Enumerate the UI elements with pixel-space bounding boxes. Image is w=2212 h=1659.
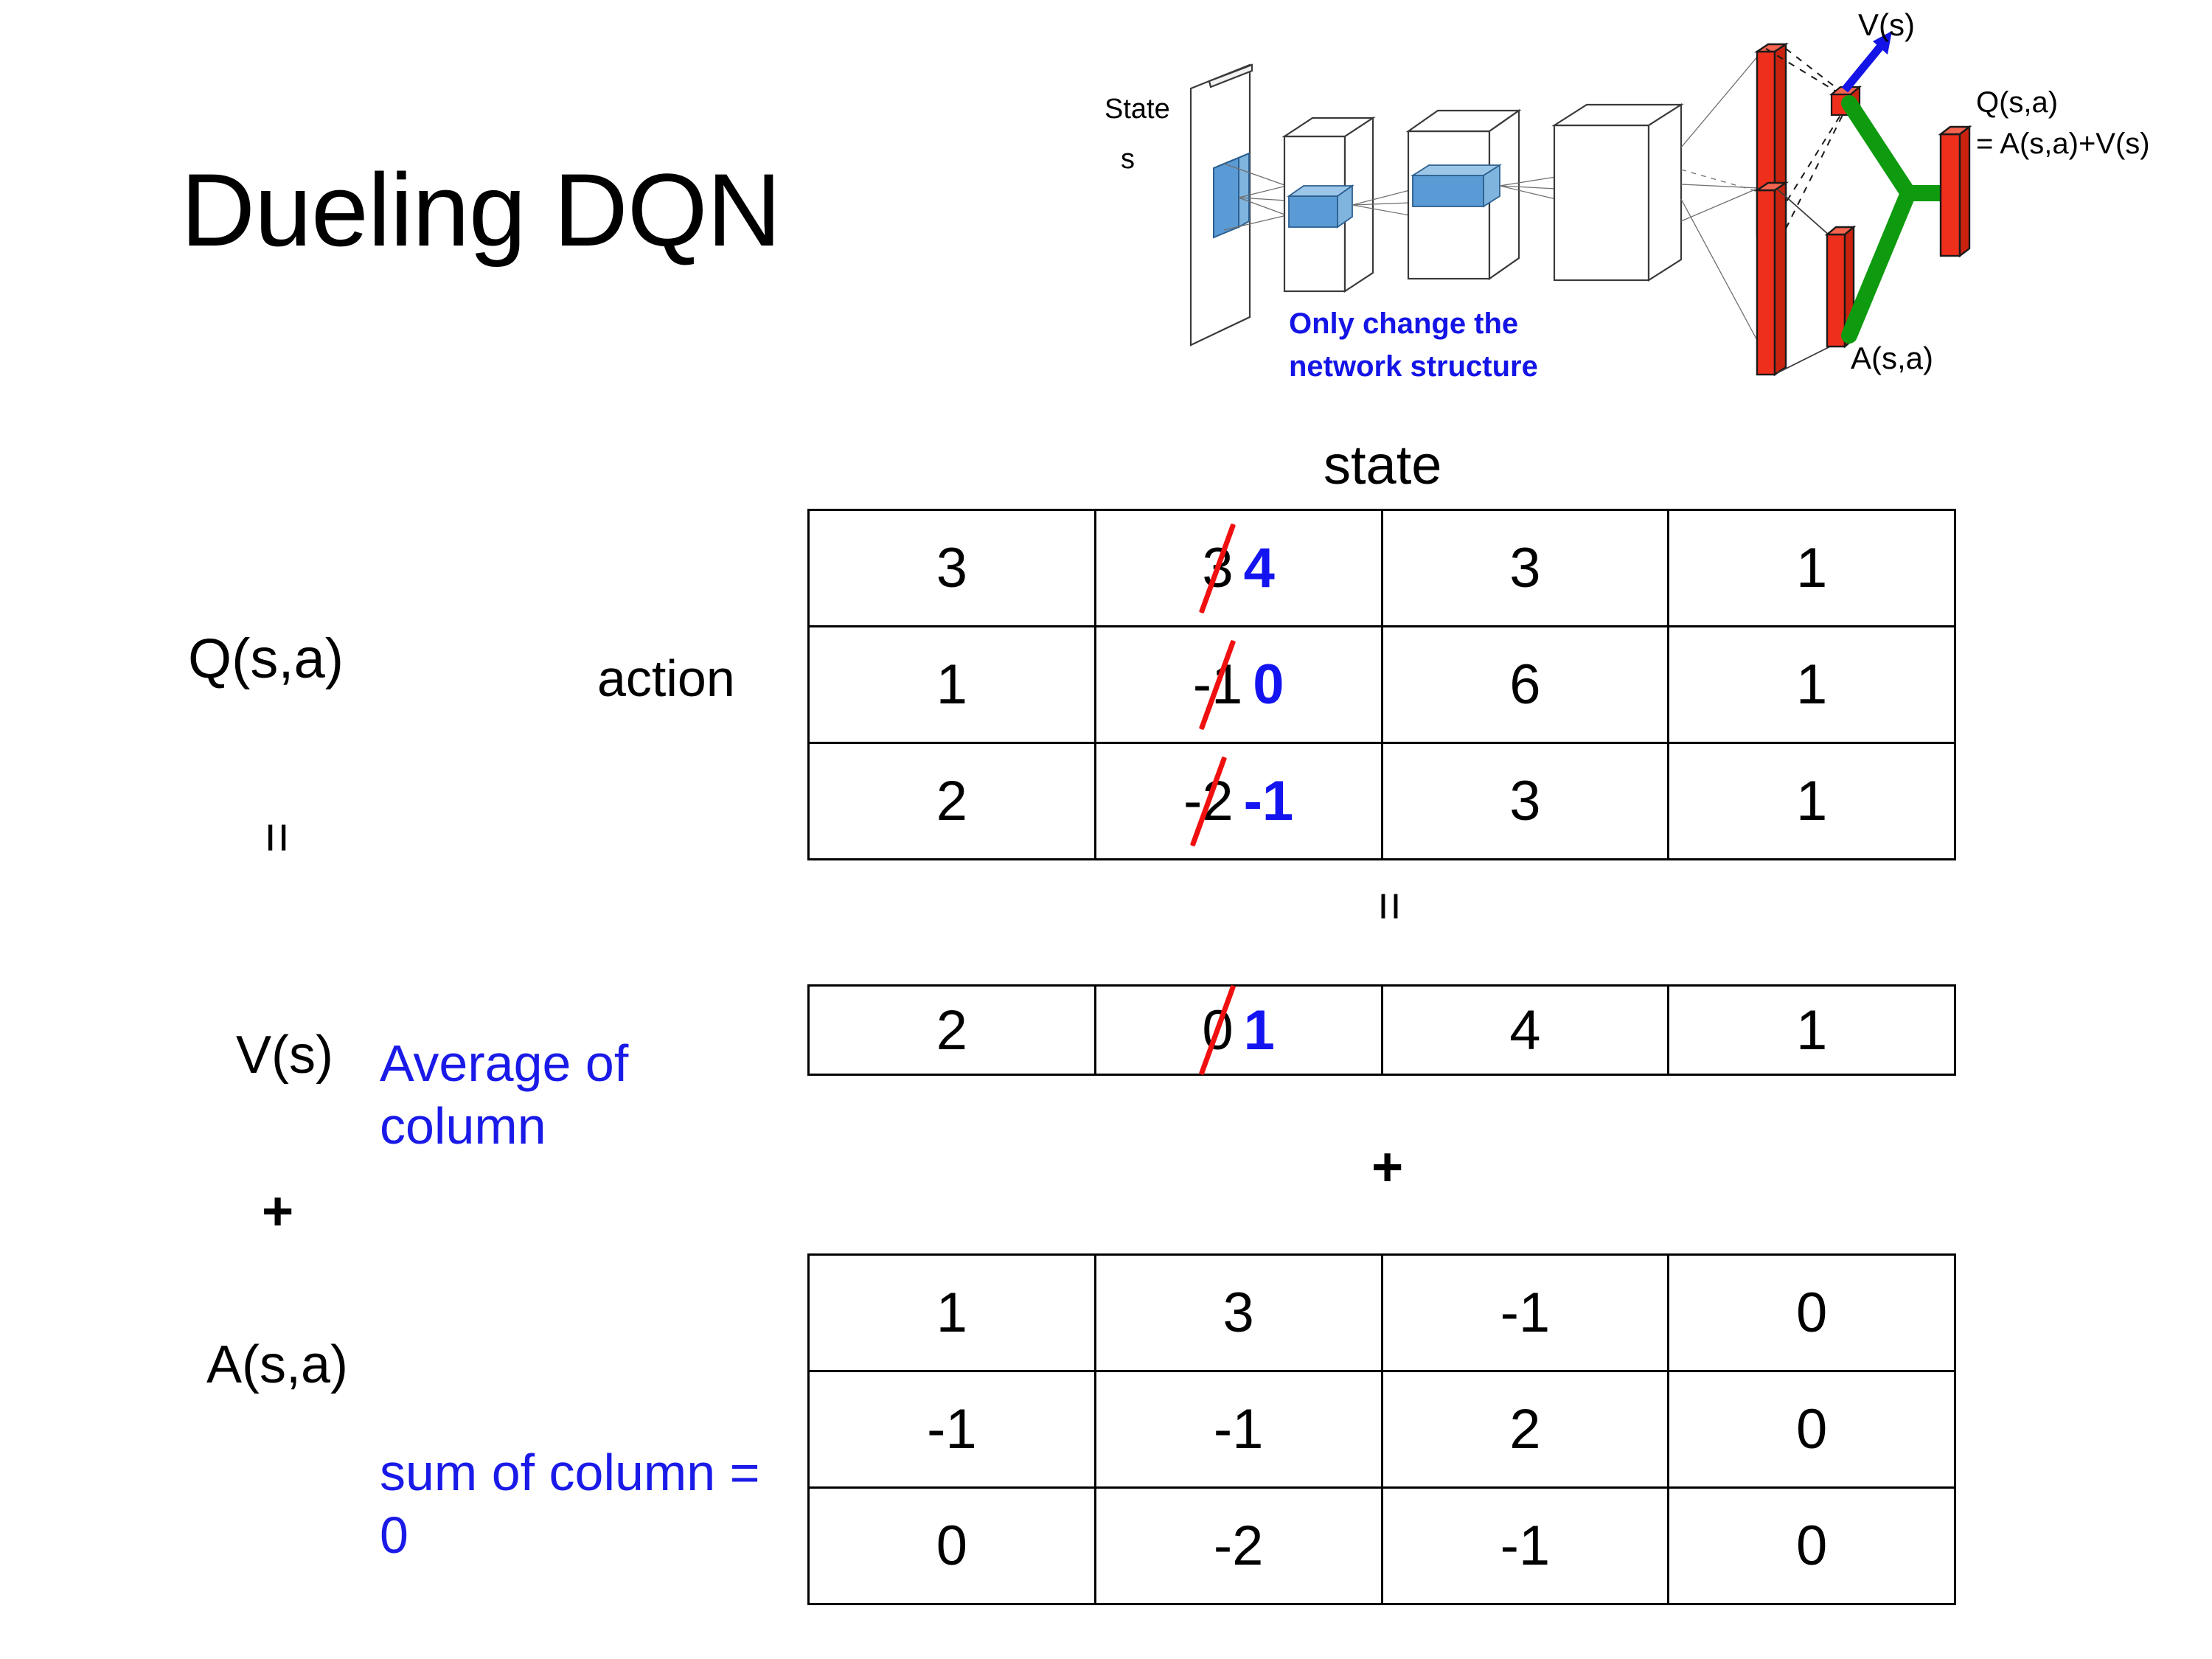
table-row: 2 -2 -1 3 1: [807, 742, 1956, 860]
a-function-label: A(s,a): [206, 1335, 349, 1394]
v-value-table: 2 0 1 4 1: [807, 984, 1956, 1076]
conv-patch-2-icon: [1410, 164, 1503, 208]
a-cell-r2c0: 0: [807, 1486, 1096, 1605]
sum-of-column-note: sum of column = 0: [380, 1444, 760, 1565]
a-cell-r1c3: 0: [1667, 1370, 1956, 1489]
a-cell-r0c3: 0: [1667, 1253, 1956, 1372]
v-cell-c3: 1: [1667, 984, 1956, 1076]
action-axis-label: action: [597, 650, 735, 707]
table-row: -1 -1 2 0: [807, 1370, 1956, 1489]
diagram-note-line2: network structure: [1289, 350, 1538, 383]
q-cell-r2c1: -2 -1: [1093, 742, 1383, 860]
corrected-value: 1: [1243, 998, 1275, 1062]
struck-old-value: -2: [1183, 756, 1234, 846]
struck-old-value: 3: [1199, 523, 1237, 613]
equals-sign-q-to-v: =: [248, 821, 307, 854]
q-cell-r2c2: 3: [1380, 742, 1670, 860]
conv-block-3-icon: [1551, 102, 1684, 282]
v-cell-c1: 0 1: [1093, 984, 1383, 1076]
plus-sign-middle: +: [1371, 1136, 1404, 1197]
struck-old-value: 0: [1199, 984, 1237, 1076]
q-function-label: Q(s,a): [188, 627, 344, 690]
q-cell-r1c0: 1: [807, 625, 1096, 744]
advantage-output-bar-icon: [1824, 225, 1857, 349]
diagram-q-label-line1: Q(s,a): [1976, 86, 2058, 119]
input-patch-icon: [1213, 152, 1250, 239]
a-cell-r2c2: -1: [1380, 1486, 1670, 1605]
a-cell-r2c3: 0: [1667, 1486, 1956, 1605]
struck-old-value: -1: [1193, 639, 1242, 730]
v-cell-c0: 2: [807, 984, 1096, 1076]
q-cell-r0c3: 1: [1667, 509, 1956, 627]
table-row: 1 3 -1 0: [807, 1253, 1956, 1372]
plus-sign-left: +: [262, 1180, 294, 1242]
q-cell-r1c2: 6: [1380, 625, 1670, 744]
state-axis-label: state: [1324, 434, 1442, 495]
q-cell-r2c0: 2: [807, 742, 1096, 860]
diagram-state-label-line2: s: [1121, 144, 1135, 175]
table-row: 2 0 1 4 1: [807, 984, 1956, 1076]
a-cell-r1c2: 2: [1380, 1370, 1670, 1489]
combine-connector-icon: [1841, 95, 1955, 344]
q-cell-r1c1: -1 0: [1093, 625, 1383, 744]
conv-patch-1-icon: [1287, 184, 1354, 229]
diagram-value-label: V(s): [1858, 7, 1915, 42]
a-cell-r1c1: -1: [1093, 1370, 1383, 1489]
table-row: 3 3 4 3 1: [807, 509, 1956, 627]
v-function-label: V(s): [236, 1026, 333, 1085]
a-cell-r0c1: 3: [1093, 1253, 1383, 1372]
q-value-table: 3 3 4 3 1 1 -1 0 6: [807, 509, 1956, 860]
a-cell-r0c0: 1: [807, 1253, 1096, 1372]
corrected-value: 4: [1243, 537, 1275, 599]
page-title: Dueling DQN: [181, 152, 782, 268]
table-row: 0 -2 -1 0: [807, 1486, 1956, 1605]
equals-sign-middle: =: [1361, 891, 1418, 921]
average-of-column-note: Average of column: [380, 1034, 629, 1155]
corrected-value: 0: [1253, 653, 1284, 716]
q-cell-r0c0: 3: [807, 509, 1096, 627]
value-arrow-icon: [1841, 31, 1892, 93]
corrected-value: -1: [1243, 770, 1294, 832]
v-cell-c2: 4: [1380, 984, 1670, 1076]
a-cell-r0c2: -1: [1380, 1253, 1670, 1372]
q-output-bar-icon: [1938, 125, 1972, 258]
diagram-q-label-line2: = A(s,a)+V(s): [1976, 128, 2150, 160]
q-cell-r0c1: 3 4: [1093, 509, 1383, 627]
diagram-state-label-line1: State: [1105, 94, 1170, 125]
advantage-stream-bar-icon: [1754, 181, 1789, 377]
q-cell-r1c3: 1: [1667, 625, 1956, 744]
diagram-advantage-label: A(s,a): [1851, 341, 1933, 375]
a-cell-r1c0: -1: [807, 1370, 1096, 1489]
dueling-network-diagram: State s Only change the network structur…: [1091, 0, 2212, 420]
advantage-value-table: 1 3 -1 0 -1 -1 2 0 0 -2 -1 0: [807, 1253, 1956, 1605]
a-cell-r2c1: -2: [1093, 1486, 1383, 1605]
diagram-note-line1: Only change the: [1289, 307, 1518, 340]
q-cell-r0c2: 3: [1380, 509, 1670, 627]
q-cell-r2c3: 1: [1667, 742, 1956, 860]
table-row: 1 -1 0 6 1: [807, 625, 1956, 744]
